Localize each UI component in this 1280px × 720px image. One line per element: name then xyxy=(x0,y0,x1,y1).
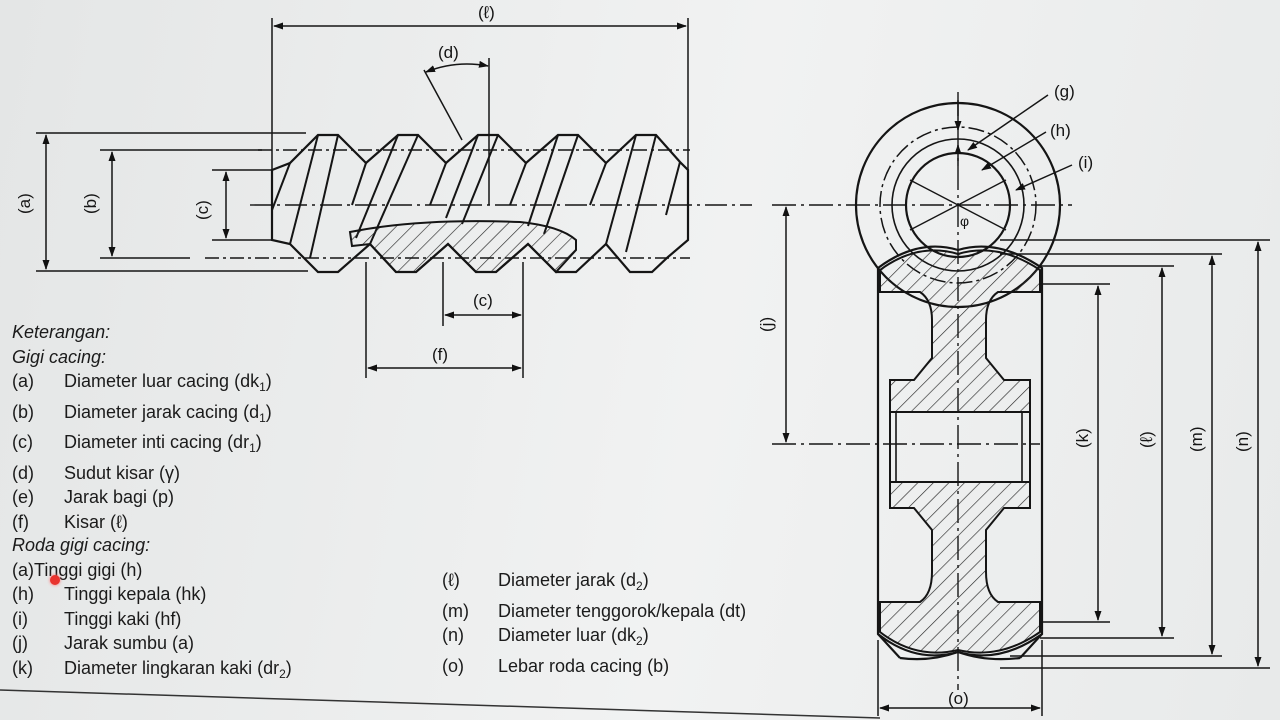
legend-subscript: 1 xyxy=(259,380,266,394)
legend-key: (m) xyxy=(442,600,469,621)
label-d: (d) xyxy=(438,43,459,62)
legend-text: Diameter tenggorok/kepala (dt) xyxy=(498,600,747,621)
worm-side-view xyxy=(205,133,752,274)
legend-key: (i) xyxy=(12,608,28,629)
legend-item: (e) Jarak bagi (p) xyxy=(12,485,272,510)
legend-item: (j) Jarak sumbu (a) xyxy=(12,631,292,656)
legend-text: Kisar (ℓ) xyxy=(64,511,128,532)
legend-wheel: Roda gigi cacing: (a)Tinggi gigi (h)(h)T… xyxy=(12,533,292,686)
legend-item: (f) Kisar (ℓ) xyxy=(12,510,272,535)
legend-item: (m) Diameter tenggorok/kepala (dt) xyxy=(442,599,746,624)
legend-text: Diameter jarak cacing (d xyxy=(64,401,260,422)
legend-text: Diameter luar (dk xyxy=(498,625,637,645)
legend-item: (d) Sudut kisar (γ) xyxy=(12,461,272,486)
legend-text: Diameter jarak (d xyxy=(498,570,637,590)
legend-text: Diameter lingkaran kaki (dr xyxy=(64,657,280,678)
legend-wheel-2: (ℓ)Diameter jarak (d2)(m)Diameter tenggo… xyxy=(442,568,746,678)
legend-item: (i) Tinggi kaki (hf) xyxy=(12,607,292,632)
worm-thread-lines xyxy=(271,134,681,259)
label-o: (o) xyxy=(948,689,969,708)
legend-item: (a)Tinggi gigi (h) xyxy=(12,558,292,583)
legend-subscript: 2 xyxy=(636,579,643,593)
label-i: (i) xyxy=(1078,153,1093,172)
legend-item: (b) Diameter jarak cacing (d1) xyxy=(12,400,272,431)
legend-text: Diameter luar cacing (dk xyxy=(64,371,260,391)
legend-item: (k) Diameter lingkaran kaki (dr2) xyxy=(12,656,292,687)
legend-item: (n) Diameter luar (dk2) xyxy=(442,623,746,654)
legend-key: (ℓ) xyxy=(442,570,460,590)
label-b: (b) xyxy=(81,193,100,214)
legend-text: Tinggi kepala (hk) xyxy=(64,584,207,604)
legend-text: Diameter inti cacing (dr xyxy=(64,432,250,452)
legend-key: (a) xyxy=(12,371,34,391)
legend-key: (k) xyxy=(12,657,33,678)
label-phi: φ xyxy=(960,213,969,229)
legend-title: Keterangan: xyxy=(12,322,111,342)
legend-suffix: ) xyxy=(265,371,272,391)
label-n: (n) xyxy=(1233,431,1252,452)
wheel-legend-list: (a)Tinggi gigi (h)(h)Tinggi kepala (hk)(… xyxy=(12,558,292,687)
legend-text: Lebar roda cacing (b) xyxy=(498,655,670,676)
worm-wheel-views xyxy=(772,92,1072,690)
label-c-bottom: (c) xyxy=(473,291,493,310)
legend-key: (n) xyxy=(442,625,464,645)
legend-key: (b) xyxy=(12,401,34,422)
legend-text: Tinggi kaki (hf) xyxy=(64,608,182,629)
worm-legend-list: (a)Diameter luar cacing (dk1)(b)Diameter… xyxy=(12,369,272,534)
legend-key: (o) xyxy=(442,655,464,676)
legend-text: Jarak bagi (p) xyxy=(64,487,175,507)
legend-item: (a) Diameter luar cacing (dk1) xyxy=(12,369,272,400)
legend-subscript: 1 xyxy=(259,410,266,425)
wheel-dimensions xyxy=(782,94,1270,716)
legend-suffix: ) xyxy=(265,401,272,422)
legend-text: Jarak sumbu (a) xyxy=(64,633,195,653)
legend-key: (d) xyxy=(12,462,34,483)
label-m: (m) xyxy=(1187,427,1206,452)
worm-dimensions xyxy=(36,18,689,378)
wheel-heading: Roda gigi cacing: xyxy=(12,535,151,555)
legend-item: (o) Lebar roda cacing (b) xyxy=(442,654,746,679)
worm-heading: Gigi cacing: xyxy=(12,346,107,367)
legend-subscript: 2 xyxy=(636,634,643,648)
legend-key: (c) xyxy=(12,432,33,452)
legend-suffix: ) xyxy=(642,570,649,590)
legend-text: Sudut kisar (γ) xyxy=(64,462,181,483)
legend-text: Tinggi gigi (h) xyxy=(34,559,143,580)
label-c-left: (c) xyxy=(193,200,212,220)
worm-section-hatch xyxy=(348,220,577,274)
legend-item: (ℓ) Diameter jarak (d2) xyxy=(442,568,746,599)
wheel-section-hatch xyxy=(879,249,1041,413)
cursor-pointer-dot xyxy=(50,575,60,585)
legend-subscript: 1 xyxy=(249,441,256,455)
legend-item: (h) Tinggi kepala (hk) xyxy=(12,582,292,607)
legend-subscript: 2 xyxy=(279,666,286,681)
legend-suffix: ) xyxy=(642,625,649,645)
legend-key: (a) xyxy=(12,559,34,580)
legend-suffix: ) xyxy=(285,657,292,678)
legend-key: (j) xyxy=(12,633,28,653)
wheel-legend-list-2: (ℓ)Diameter jarak (d2)(m)Diameter tenggo… xyxy=(442,568,746,678)
legend-key: (h) xyxy=(12,584,34,604)
label-h: (h) xyxy=(1050,121,1071,140)
dimension-labels: (ℓ) (d) (a) (b) (c) (c) (f) (g) (h) (i) … xyxy=(15,3,1252,708)
label-j: (j) xyxy=(757,317,776,332)
legend-key: (e) xyxy=(12,487,34,507)
label-l-top: (ℓ) xyxy=(478,3,495,22)
label-f: (f) xyxy=(432,345,448,364)
label-g: (g) xyxy=(1054,82,1075,101)
label-l-right: (ℓ) xyxy=(1137,431,1156,448)
legend-suffix: ) xyxy=(255,432,262,452)
legend-key: (f) xyxy=(12,511,29,532)
label-k: (k) xyxy=(1073,428,1092,448)
legend-worm: Keterangan: Gigi cacing: (a) Diameter lua… xyxy=(12,320,272,534)
legend-item: (c) Diameter inti cacing (dr1) xyxy=(12,430,272,461)
label-a: (a) xyxy=(15,193,34,214)
